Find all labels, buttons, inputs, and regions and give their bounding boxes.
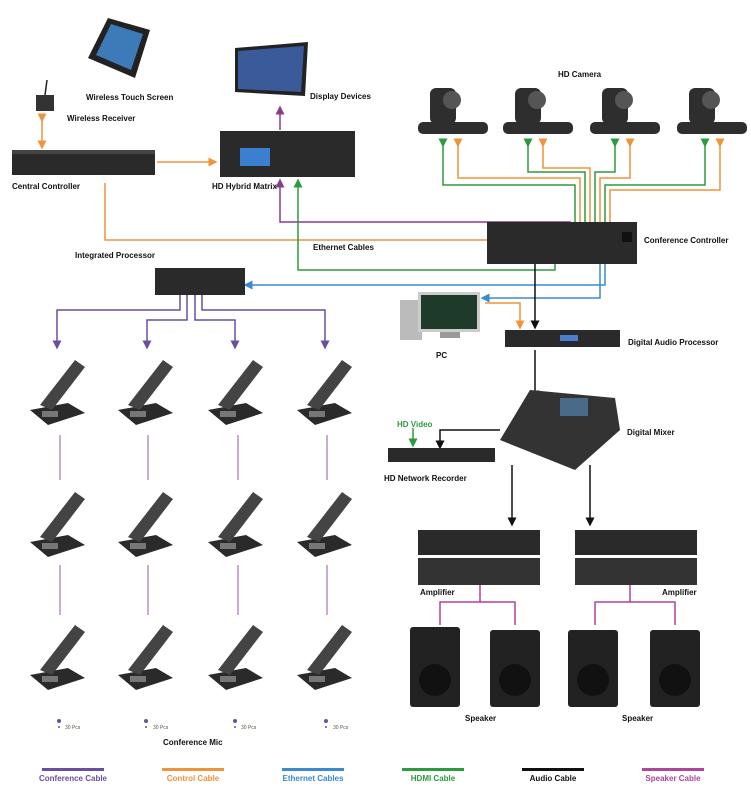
mic-count-3: 30 Pcs [241,725,257,731]
label-hd-network-recorder: HD Network Recorder [384,474,467,483]
integrated-processor [155,268,245,295]
hd-camera [677,88,747,134]
legend: Conference Cable Control Cable Ethernet Ca… [39,768,704,783]
central-controller [12,150,155,175]
conference-mic [118,625,173,690]
legend-item: Ethernet Cables [282,768,344,783]
conference-mic [297,360,352,425]
legend-label: Audio Cable [530,774,577,783]
amplifier [418,530,540,555]
label-central-controller: Central Controller [12,182,80,191]
legend-swatch [282,768,344,771]
wireless-receiver [36,79,54,111]
label-amplifier-2: Amplifier [662,588,697,597]
display-device [235,42,308,96]
mic-count-2: 30 Pcs [153,725,169,731]
digital-audio-processor [505,330,620,347]
label-display-devices: Display Devices [310,92,371,101]
amplifier [575,530,697,555]
digital-mixer [500,390,620,470]
legend-swatch [162,768,224,771]
label-wireless-touch-screen: Wireless Touch Screen [86,93,173,102]
legend-item: Control Cable [162,768,224,783]
conference-mic [208,625,263,690]
legend-label: Ethernet Cables [283,774,344,783]
legend-item: HDMI Cable [402,768,464,783]
mic-count-dots [57,719,328,728]
legend-label: Conference Cable [39,774,108,783]
label-conference-mic: Conference Mic [163,738,223,747]
label-amplifier-1: Amplifier [420,588,455,597]
conference-mic [30,492,85,557]
hd-cameras [418,88,747,134]
conference-mic [118,360,173,425]
legend-label: HDMI Cable [411,774,456,783]
legend-label: Control Cable [167,774,220,783]
label-hd-video: HD Video [397,420,433,429]
speaker [568,630,618,707]
hd-hybrid-matrix [220,131,355,177]
speaker [650,630,700,707]
label-ethernet-cables: Ethernet Cables [313,243,374,252]
conference-mic [208,360,263,425]
legend-item: Conference Cable [39,768,108,783]
hd-camera [590,88,660,134]
legend-swatch [522,768,584,771]
conference-mic [297,492,352,557]
speaker [410,627,460,707]
legend-swatch [402,768,464,771]
conference-mics [30,360,352,690]
amplifiers [418,530,697,585]
wireless-touch-screen [88,18,150,78]
label-speaker-2: Speaker [622,714,653,723]
label-wireless-receiver: Wireless Receiver [67,114,135,123]
hd-camera [503,88,573,134]
hd-camera [418,88,488,134]
legend-label: Speaker Cable [645,774,701,783]
conference-mic [208,492,263,557]
legend-item: Audio Cable [522,768,584,783]
speaker [490,630,540,707]
label-integrated-processor: Integrated Processor [75,251,155,260]
conference-controller [487,222,637,264]
label-digital-audio-processor: Digital Audio Processor [628,338,718,347]
conference-mic [30,625,85,690]
label-hd-camera: HD Camera [558,70,602,79]
conference-mic [297,625,352,690]
speakers [410,627,700,707]
label-digital-mixer: Digital Mixer [627,428,675,437]
mic-count-4: 30 Pcs [333,725,349,731]
pc [400,292,480,340]
conference-mic [30,360,85,425]
label-pc: PC [436,351,447,360]
mic-count-1: 30 Pcs [65,725,81,731]
hd-network-recorder [388,448,495,462]
label-conference-controller: Conference Controller [644,236,728,245]
label-speaker-1: Speaker [465,714,496,723]
conference-mic [118,492,173,557]
label-hd-hybrid-matrix: HD Hybrid Matrix [212,182,277,191]
legend-swatch [42,768,104,771]
legend-item: Speaker Cable [642,768,704,783]
legend-swatch [642,768,704,771]
